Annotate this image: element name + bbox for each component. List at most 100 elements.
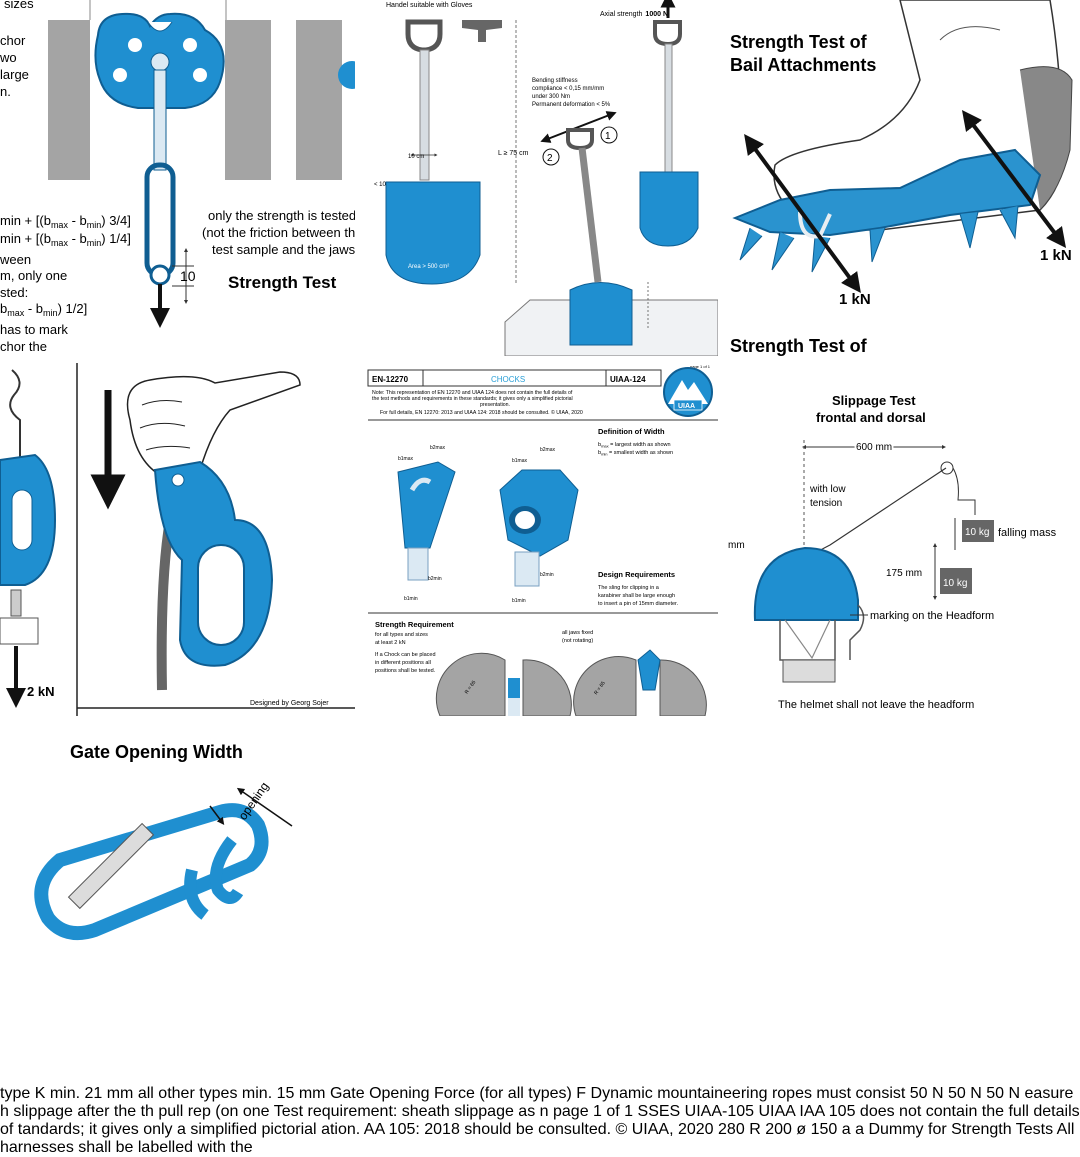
helmet-title: Slippage Test frontal and dorsal bbox=[816, 393, 926, 425]
marking-label: marking on the Headform bbox=[870, 610, 994, 622]
length-label: L ≥ 75 cm bbox=[498, 150, 529, 157]
width-def-min: bmin = smallest width as shown bbox=[598, 450, 673, 457]
uiaa-diagram-collage: 10 only the strength is tested (not the … bbox=[0, 0, 1080, 1080]
jaw-round-4 bbox=[659, 659, 707, 716]
crampon-bottom-title: Strength Test of bbox=[730, 336, 868, 356]
dim-diameter: ø 150 bbox=[796, 1121, 838, 1138]
force-arrow-left bbox=[744, 133, 861, 294]
tension-text: with low tension bbox=[809, 484, 848, 509]
harness-left-a2: a bbox=[855, 1121, 864, 1138]
force-symbol: F bbox=[576, 1085, 587, 1102]
mass-bottom-label: 10 kg bbox=[943, 578, 967, 589]
gate-force-sub: (for all types) bbox=[479, 1085, 572, 1102]
table-other-value: min. 15 mm bbox=[241, 1085, 326, 1102]
strength-text: for all types and sizes at least 2 kN If… bbox=[375, 632, 437, 674]
force-top-1: 50 N bbox=[909, 1085, 944, 1102]
area-label: Area > 500 cm² bbox=[408, 264, 449, 270]
table-type-k-value: min. 21 mm bbox=[49, 1085, 134, 1102]
caption-line-3: test sample and the jaws bbox=[212, 242, 356, 257]
gate-width-title: Gate Opening Width bbox=[70, 742, 243, 762]
harness-page: page 1 of 1 bbox=[553, 1103, 634, 1120]
rope-top-text: Dynamic mountaineering ropes must consis… bbox=[590, 1085, 906, 1102]
strength-title: Strength Requirement bbox=[375, 620, 454, 629]
width-title: Definition of Width bbox=[598, 427, 665, 436]
uiaa-code: UIAA-124 bbox=[610, 375, 646, 384]
design-text: The sling for clipping in a karabiner sh… bbox=[598, 585, 679, 607]
dim-b2min-a: b2min bbox=[428, 576, 442, 582]
dim-b2max-b: b2max bbox=[540, 447, 556, 453]
panel-chocks-sheet: page 1 of 1 EN-12270 CHOCKS UIAA-124 UIA… bbox=[363, 363, 718, 716]
falling-mass-label: falling mass bbox=[998, 527, 1057, 539]
test-jaw-left bbox=[48, 20, 90, 180]
left-mm: mm bbox=[728, 540, 745, 551]
panel-descender: 2 kN Designed by Georg Sojer bbox=[0, 363, 355, 716]
panel-crampon: Strength Test of Bail Attachments 1 kN 1… bbox=[726, 0, 1080, 356]
force-top-2: 50 N bbox=[948, 1085, 982, 1102]
glove-label: Handel suitable with Gloves bbox=[386, 2, 473, 9]
marker-1: 1 bbox=[605, 131, 611, 142]
carabiner-gate bbox=[67, 822, 155, 910]
page-marker: page 1 of 1 bbox=[690, 364, 711, 369]
harness-code: UIAA-105 bbox=[684, 1103, 755, 1120]
width-label: 10 cm bbox=[408, 154, 424, 160]
dim-r200: R 200 bbox=[749, 1121, 792, 1138]
gate-force-title: Gate Opening Force bbox=[329, 1085, 475, 1102]
force-right-label: 1 kN bbox=[1040, 247, 1072, 264]
chock-wedge bbox=[397, 461, 456, 549]
width-def-max: bmax = largest width as shown bbox=[598, 442, 671, 449]
carabiner-body bbox=[34, 803, 269, 940]
standard-code: EN-12270 bbox=[372, 375, 409, 384]
jaw-round-3 bbox=[573, 656, 637, 716]
table-other: all other types bbox=[137, 1085, 238, 1102]
mass-top bbox=[962, 520, 994, 542]
sheet-title: CHOCKS bbox=[491, 375, 525, 384]
force-arrow-right bbox=[961, 110, 1067, 248]
sheet-note: Note: This representation of EN 12270 an… bbox=[372, 390, 583, 416]
harness-title-fragment: SSES bbox=[637, 1103, 681, 1120]
bending-text: Bending stiffness compliance < 0,15 mm/m… bbox=[532, 78, 611, 108]
force-2kn: 2 kN bbox=[27, 684, 54, 699]
dim-280: 280 bbox=[718, 1121, 745, 1138]
dim-b1min-a: b1min bbox=[404, 596, 418, 602]
hex-chock bbox=[499, 469, 579, 557]
caption-line-1: only the strength is tested bbox=[208, 208, 356, 223]
design-title: Design Requirements bbox=[598, 570, 675, 579]
mass-top-label: 10 kg bbox=[965, 527, 989, 538]
table-type-k: type K bbox=[0, 1085, 46, 1102]
harness-left-a1: a bbox=[841, 1121, 851, 1138]
dim-b2min-b: b2min bbox=[540, 572, 554, 578]
force-bottom: 50 N bbox=[986, 1085, 1021, 1102]
angle-label: < 10° bbox=[374, 182, 389, 188]
drop-label: 175 mm bbox=[886, 568, 922, 579]
headform bbox=[849, 604, 865, 660]
distance-label: 600 mm bbox=[856, 442, 892, 453]
test-jaw-right bbox=[296, 20, 342, 180]
dummy-title: Dummy for Strength Tests bbox=[868, 1121, 1054, 1138]
marker-2: 2 bbox=[547, 153, 553, 164]
dim-b1min-b: b1min bbox=[512, 598, 526, 604]
shovel-blade-test bbox=[569, 282, 633, 346]
panel-carabiner: Gate Opening Width opening bbox=[0, 724, 355, 1080]
designer-credit: Designed by Georg Sojer bbox=[250, 700, 329, 707]
dim-b2max-a: b2max bbox=[430, 445, 446, 451]
helmet-shell bbox=[753, 546, 859, 621]
dimension-10: 10 bbox=[180, 268, 196, 284]
harness-logo-text: UIAA bbox=[758, 1103, 795, 1120]
shovel-blade-large bbox=[385, 181, 481, 285]
dim-b1max-a: b1max bbox=[398, 456, 414, 462]
rope-right-text: rep (on one bbox=[187, 1103, 270, 1120]
uiaa-logo-text: UIAA bbox=[678, 403, 695, 410]
dim-b1max-b: b1max bbox=[512, 458, 528, 464]
helmet-footer: The helmet shall not leave the headform bbox=[778, 699, 974, 711]
jaw-round-1 bbox=[435, 652, 506, 716]
shovel-blade-upright bbox=[639, 171, 699, 247]
test-jaw-center bbox=[225, 20, 271, 180]
panel-shovel: Handel suitable with Gloves 10 cm < 10° … bbox=[363, 0, 718, 356]
force-left-label: 1 kN bbox=[839, 291, 871, 308]
strength-test-title: Strength Test bbox=[228, 273, 337, 292]
chock-cable bbox=[153, 69, 167, 171]
panel-chock-strength: 10 only the strength is tested (not the … bbox=[0, 0, 356, 356]
shovel-t-grip bbox=[462, 20, 502, 42]
left-fragment-text: sizes chor wo large n. min + [(bmax - bm… bbox=[0, 0, 135, 354]
